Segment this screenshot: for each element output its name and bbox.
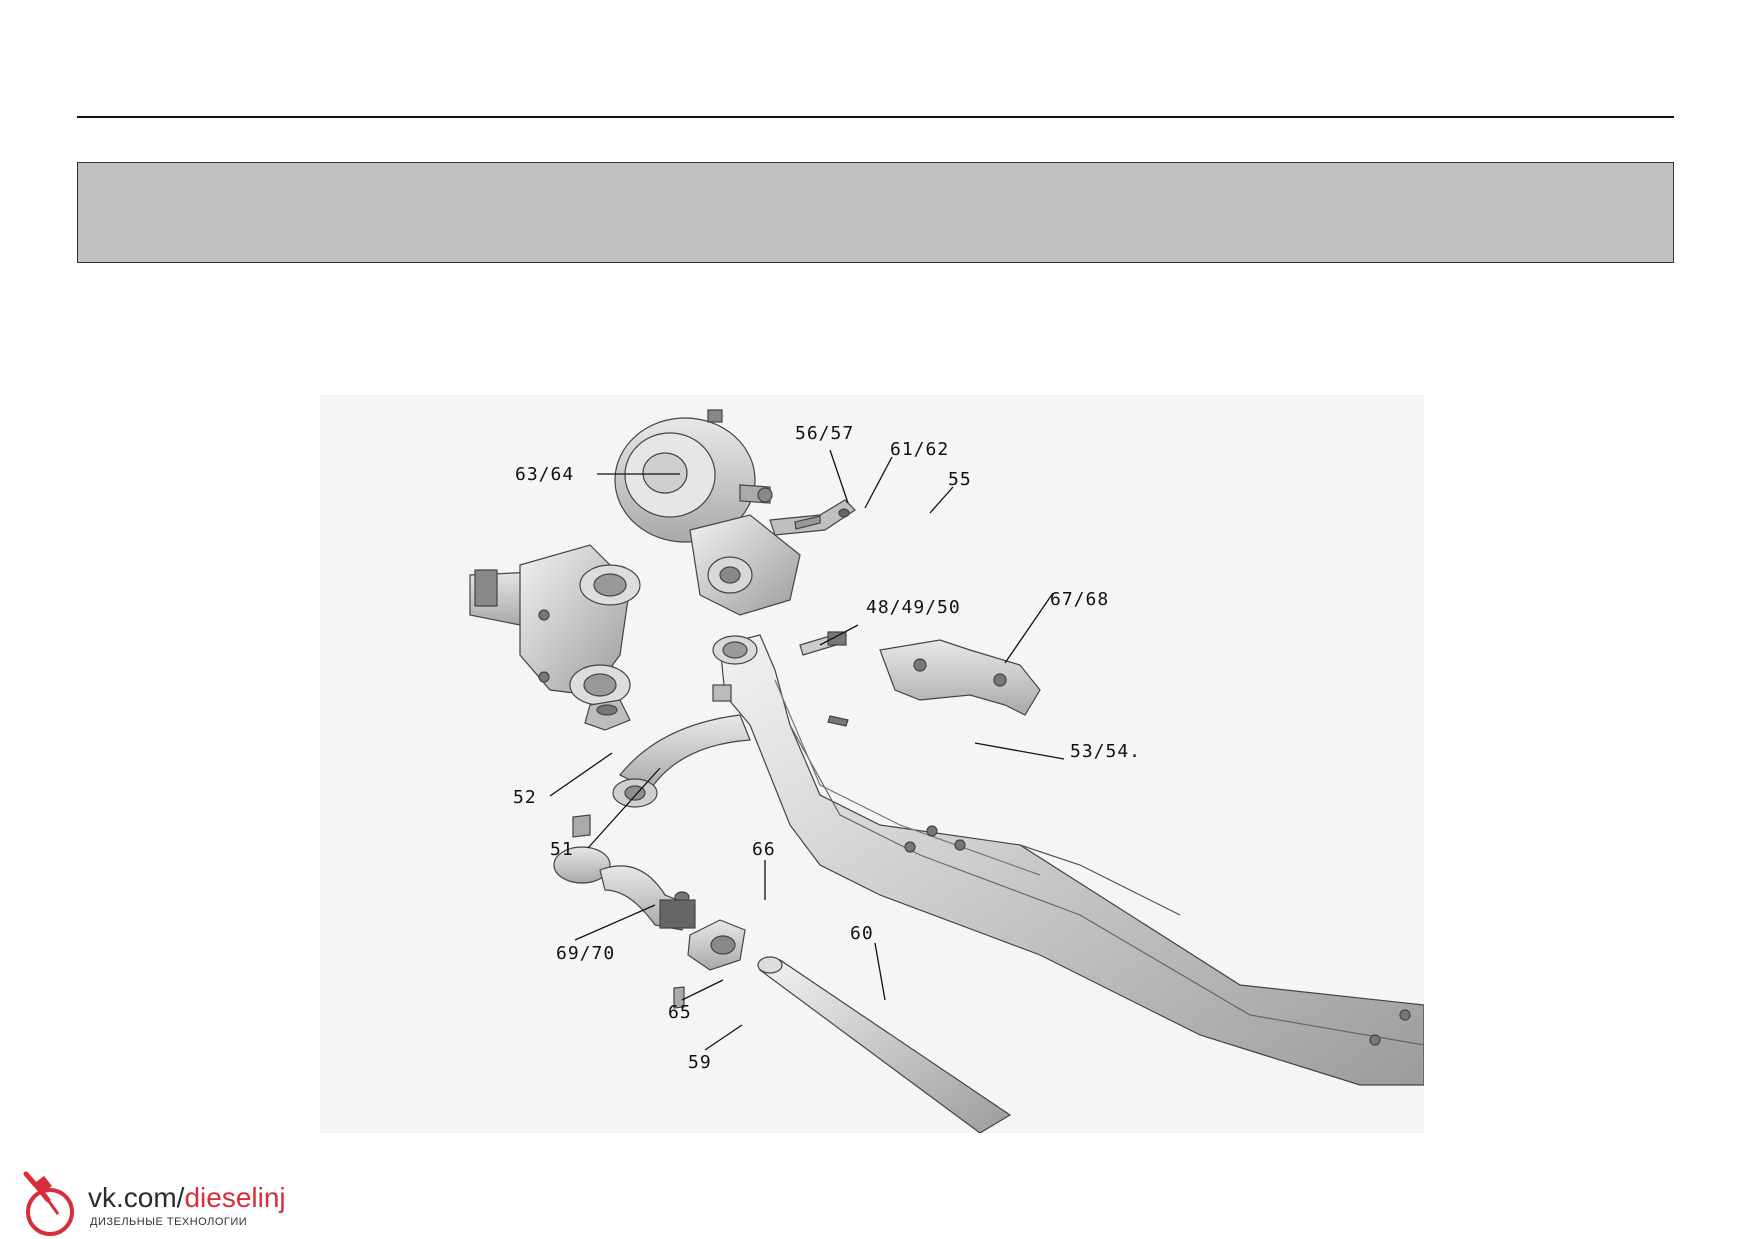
label-59: 59 (688, 1052, 712, 1073)
part-labels: 63/64 56/57 61/62 55 48/49/50 67/68 53/5… (513, 423, 1141, 1073)
brake-chamber (614, 409, 773, 548)
tie-rod-tube (757, 956, 1012, 1133)
label-63-64: 63/64 (515, 464, 574, 485)
label-67-68: 67/68 (1050, 589, 1109, 610)
watermark-url-prefix: vk.com/ (88, 1182, 185, 1213)
header-rule (77, 116, 1674, 118)
label-48-49-50: 48/49/50 (866, 597, 961, 618)
watermark: vk.com/dieselinj ДИЗЕЛЬНЫЕ ТЕХНОЛОГИИ (18, 1168, 308, 1238)
label-69-70: 69/70 (556, 943, 615, 964)
axle-beam (712, 634, 1424, 1086)
leader-lines (549, 449, 1065, 1051)
watermark-url-suffix: dieselinj (184, 1182, 286, 1213)
watermark-subtitle: ДИЗЕЛЬНЫЕ ТЕХНОЛОГИИ (90, 1216, 248, 1228)
label-55: 55 (948, 469, 972, 490)
clamp (687, 919, 746, 971)
steering-arm (612, 714, 751, 808)
fuel-injector-logo-icon (23, 1171, 74, 1236)
watermark-url: vk.com/dieselinj (88, 1182, 286, 1214)
axle-exploded-diagram: 63/64 56/57 61/62 55 48/49/50 67/68 53/5… (469, 409, 1424, 1133)
label-61-62: 61/62 (890, 439, 949, 460)
title-band (77, 162, 1674, 263)
label-51: 51 (550, 839, 574, 860)
label-60: 60 (850, 923, 874, 944)
label-56-57: 56/57 (795, 423, 854, 444)
steering-knuckle (469, 544, 641, 706)
label-52: 52 (513, 787, 537, 808)
tie-rod-end (553, 814, 696, 931)
exploded-view-figure: 63/64 56/57 61/62 55 48/49/50 67/68 53/5… (320, 395, 1424, 1133)
label-53-54: 53/54. (1070, 741, 1141, 762)
label-65: 65 (668, 1002, 692, 1023)
label-66: 66 (752, 839, 776, 860)
castle-nut (584, 699, 631, 731)
bracket (879, 639, 1041, 716)
